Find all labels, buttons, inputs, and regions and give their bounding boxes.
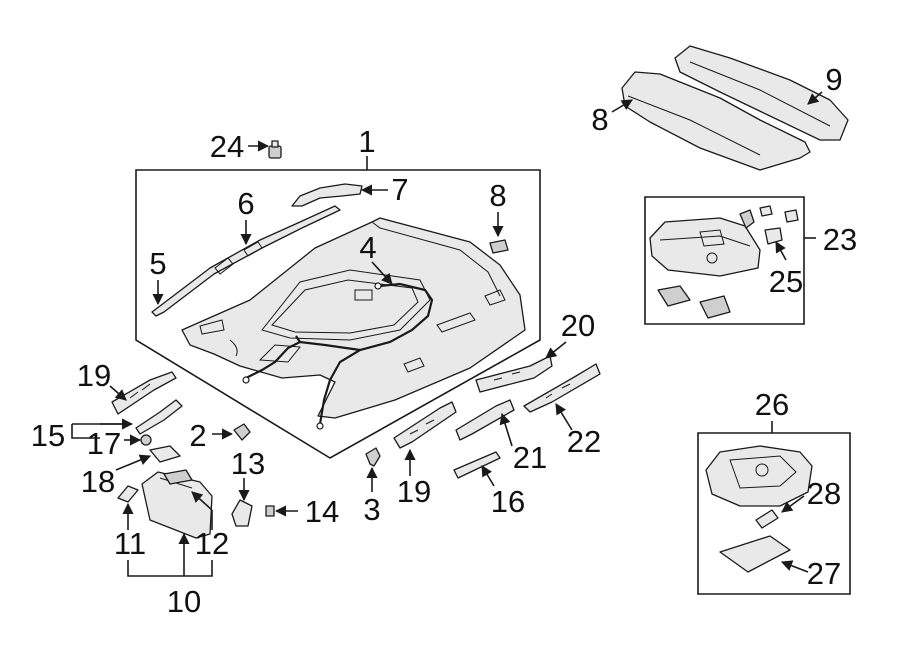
leader-12b xyxy=(191,491,213,511)
callout-15: 15 xyxy=(31,418,65,453)
callout-26: 26 xyxy=(755,387,789,422)
callout-21: 21 xyxy=(513,440,547,475)
callout-3: 3 xyxy=(363,492,380,527)
callout-17: 17 xyxy=(87,426,121,461)
map-lamp-lens[interactable] xyxy=(719,535,791,573)
grab-handle[interactable] xyxy=(111,371,177,415)
callout-14: 14 xyxy=(305,494,339,529)
bolt-24[interactable] xyxy=(268,140,282,159)
callout-12: 12 xyxy=(195,526,229,561)
small-pad[interactable] xyxy=(489,239,509,254)
screw-14[interactable] xyxy=(265,505,275,517)
leader-21 xyxy=(499,412,513,447)
callout-28: 28 xyxy=(807,476,841,511)
handle-cap-18[interactable] xyxy=(149,445,181,463)
headliner-group-frame xyxy=(135,169,541,459)
callout-5: 5 xyxy=(149,246,166,281)
map-lamp-group-frame-26 xyxy=(697,432,851,595)
callout-23: 23 xyxy=(823,222,857,257)
roof-side-rail[interactable] xyxy=(151,205,341,317)
callout-16: 16 xyxy=(491,484,525,519)
leader-10-bracket xyxy=(127,560,213,577)
roof-bracket-20[interactable] xyxy=(475,355,553,393)
leader-8a xyxy=(611,99,633,113)
callout-8a: 8 xyxy=(591,102,608,137)
callout-18: 18 xyxy=(81,464,115,499)
map-lamp-bulb[interactable] xyxy=(755,509,779,529)
console-group-frame-23 xyxy=(644,196,805,325)
callout-7: 7 xyxy=(391,172,408,207)
visor-holder-11[interactable] xyxy=(117,485,139,503)
leader-27 xyxy=(780,560,809,573)
insulation-pad-9[interactable] xyxy=(674,45,849,141)
leader-19a xyxy=(109,385,127,401)
map-lamp-housing[interactable] xyxy=(705,445,813,507)
trim-strip-16[interactable] xyxy=(453,451,501,479)
wiring-harness[interactable] xyxy=(242,282,434,430)
headliner-panel[interactable] xyxy=(181,217,526,419)
leader-4 xyxy=(371,261,393,285)
clip-2[interactable] xyxy=(233,423,251,441)
roof-bracket-22[interactable] xyxy=(523,363,601,413)
screw-3[interactable] xyxy=(365,447,381,467)
callout-25: 25 xyxy=(769,264,803,299)
handle-cover-15[interactable] xyxy=(135,399,183,435)
callout-9: 9 xyxy=(825,62,842,97)
callout-22: 22 xyxy=(567,424,601,459)
console-lenses[interactable] xyxy=(657,285,731,319)
leader-28 xyxy=(781,495,805,513)
callout-2: 2 xyxy=(189,418,206,453)
callout-4: 4 xyxy=(359,230,376,265)
roof-bracket-21[interactable] xyxy=(455,399,515,441)
screw-17[interactable] xyxy=(140,434,152,446)
callout-13: 13 xyxy=(231,446,265,481)
overhead-console[interactable] xyxy=(649,217,761,277)
callout-24: 24 xyxy=(210,129,244,164)
leader-25 xyxy=(775,241,787,261)
leader-18 xyxy=(115,454,152,471)
callout-8b: 8 xyxy=(489,178,506,213)
leader-9 xyxy=(807,91,823,105)
insulation-pad-8[interactable] xyxy=(621,71,811,171)
vanity-mirror-cover[interactable] xyxy=(163,469,193,485)
callout-20: 20 xyxy=(561,308,595,343)
callout-1: 1 xyxy=(358,124,375,159)
callout-19b: 19 xyxy=(397,474,431,509)
callout-6: 6 xyxy=(237,186,254,221)
leader-20 xyxy=(545,341,567,359)
callout-19a: 19 xyxy=(77,358,111,393)
callout-11: 11 xyxy=(114,526,146,561)
front-trim-cover[interactable] xyxy=(291,183,363,207)
leader-22 xyxy=(555,403,573,431)
leader-16 xyxy=(481,465,495,487)
console-clips[interactable] xyxy=(739,205,799,245)
callout-27: 27 xyxy=(807,556,841,591)
callout-10: 10 xyxy=(167,584,201,619)
visor-bracket-13[interactable] xyxy=(231,499,253,527)
roof-bracket-19[interactable] xyxy=(393,401,457,449)
